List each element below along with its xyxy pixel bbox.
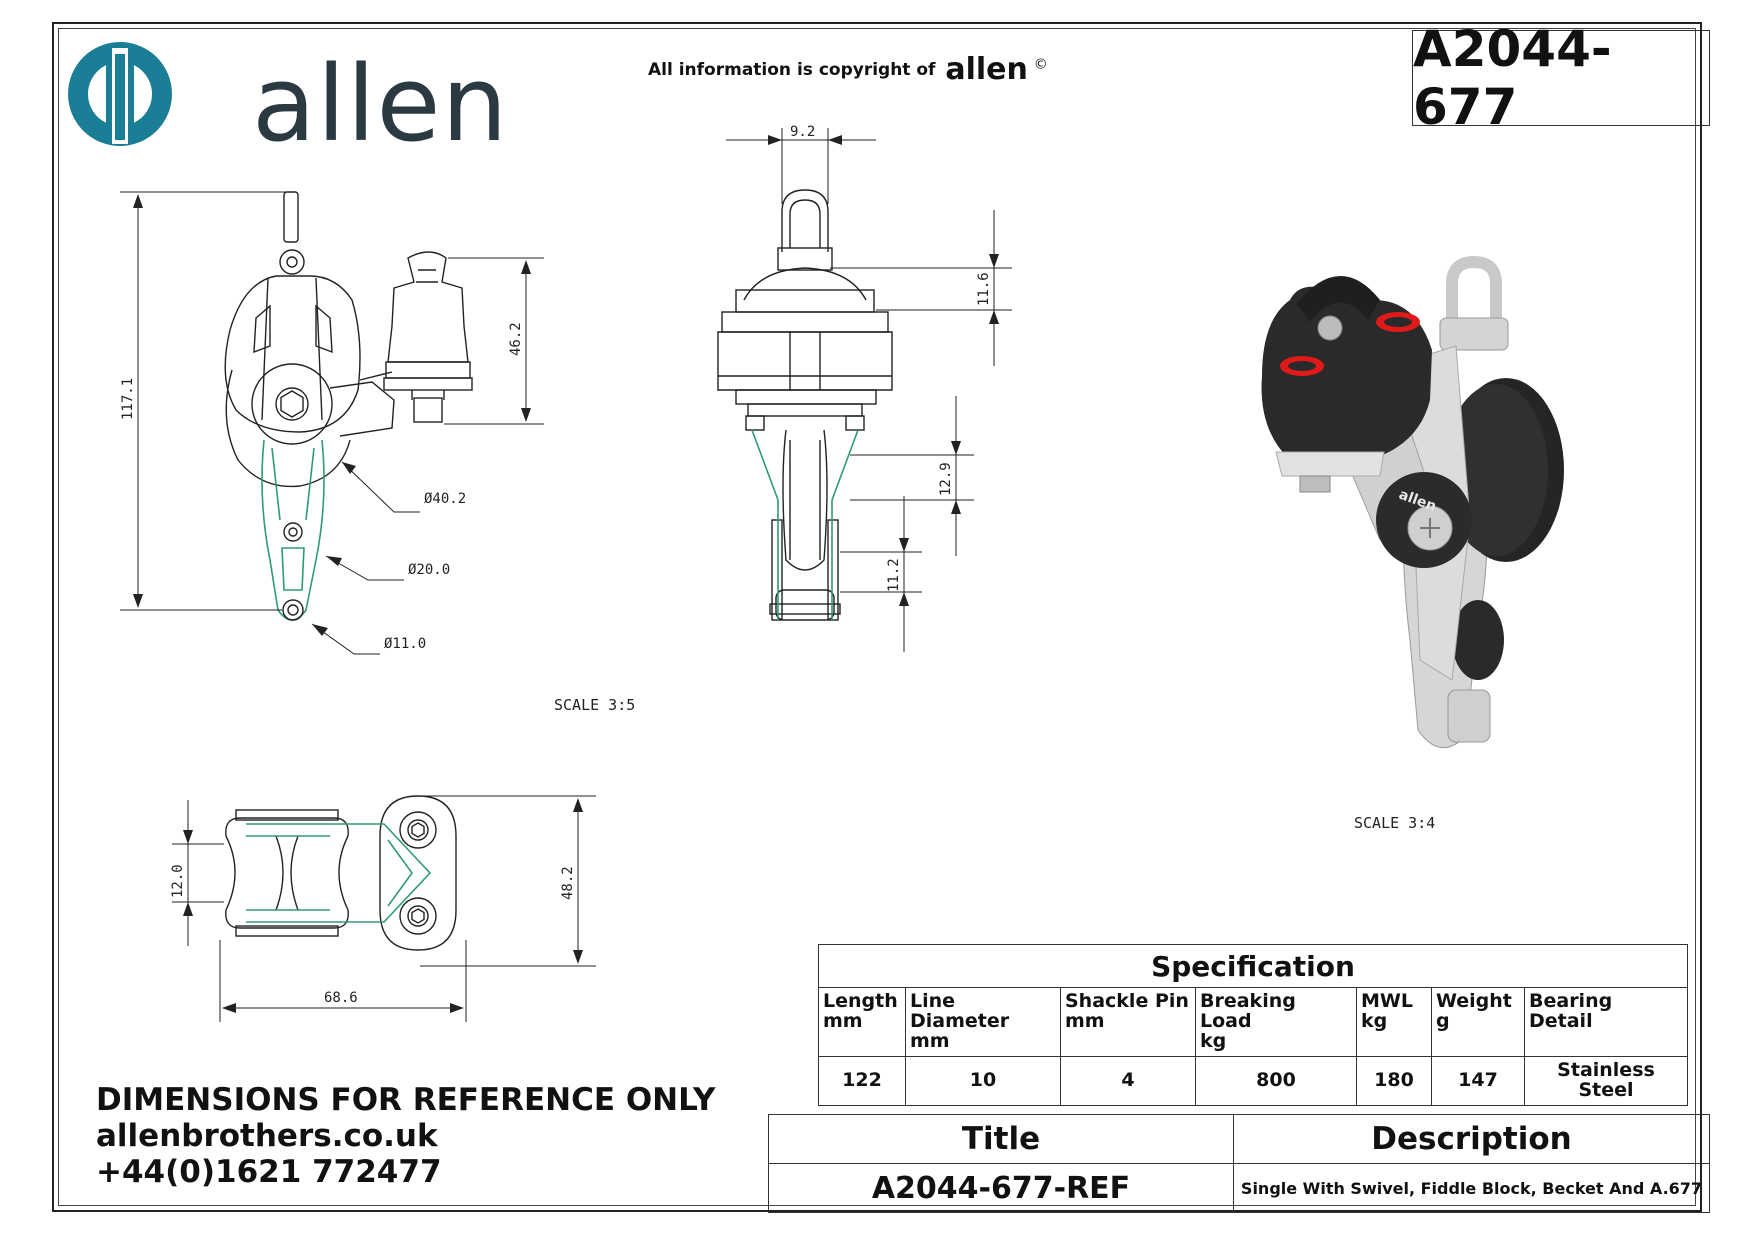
isometric-render: allen [1261,255,1564,749]
dim-top-depth: 48.2 [560,866,576,900]
allen-logo-mark-icon [68,42,172,146]
scale-views: SCALE 3:5 [554,696,636,714]
top-view-dimensions [172,795,596,1022]
scale-iso: SCALE 3:4 [1354,814,1436,832]
side-view [717,189,893,621]
spec-value-shackle-pin: 4 [1060,1055,1196,1106]
dim-top-length: 68.6 [324,990,358,1006]
spec-value-weight: 147 [1431,1055,1525,1106]
description-label: Description [1233,1114,1710,1164]
dim-sheave-dia: Ø40.2 [424,491,466,507]
dim-becket-dia: Ø11.0 [384,636,426,652]
copyright-notice: All information is copyright of allen © [648,52,1048,87]
description-value: Single With Swivel, Fiddle Block, Becket… [1233,1163,1710,1213]
title-block: Title Description A2044-677-REF Single W… [768,1114,1710,1213]
title-label: Title [768,1114,1234,1164]
dim-mid-offset: 12.9 [938,462,954,496]
front-view-becket-outline [261,439,325,621]
dim-low-offset: 11.2 [886,558,902,592]
reference-block: DIMENSIONS FOR REFERENCE ONLY allenbroth… [96,1082,716,1190]
part-number: A2044-677 [1413,20,1612,136]
allen-logo: allen [62,34,507,156]
logo-wordmark: allen [252,43,509,165]
side-view-becket-outline [751,429,859,620]
dim-top-width: 12.0 [170,864,186,898]
company-website[interactable]: allenbrothers.co.uk [96,1118,438,1154]
spec-value-length: 122 [818,1055,906,1106]
front-view-becket-holes [282,522,304,621]
part-number-box: A2044-677 [1412,20,1710,136]
side-view-dimensions [726,128,1012,652]
title-value: A2044-677-REF [768,1163,1234,1213]
reference-notice: DIMENSIONS FOR REFERENCE ONLY [96,1082,716,1118]
spec-title: Specification [818,944,1688,988]
spec-value-breaking-load: 800 [1195,1055,1357,1106]
company-phone: +44(0)1621 772477 [96,1154,442,1190]
copyright-prefix: All information is copyright of [648,60,936,80]
copyright-brand: allen [945,52,1028,87]
top-view-becket-outline [246,823,432,923]
spec-value-line-diameter: 10 [905,1055,1061,1106]
dim-bearing-dia: Ø20.0 [408,562,450,578]
dim-height-total: 117.1 [120,378,136,420]
dim-cleat-height: 46.2 [508,322,524,356]
front-view [224,191,473,488]
front-view-arrowheads [133,194,531,636]
top-view-arrowheads [183,798,583,1013]
front-view-dimensions [120,191,544,655]
dim-shackle-width: 9.2 [790,124,815,140]
top-view [225,795,457,951]
dim-top-offset: 11.6 [976,272,992,306]
copyright-symbol: © [1033,56,1048,73]
spec-value-mwl: 180 [1356,1055,1432,1106]
side-view-arrowheads [768,135,999,606]
